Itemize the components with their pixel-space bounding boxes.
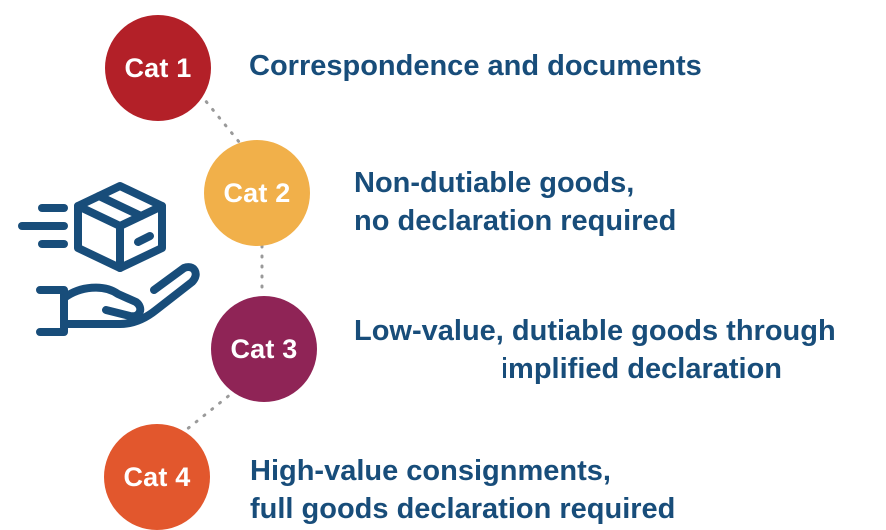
cat-3-badge: Cat 3 [211,296,317,402]
cat-2-label: Cat 2 [223,177,291,208]
cat-2-description-line-2: no declaration required [354,205,677,237]
cat-4-description-line-2: full goods declaration required [250,493,676,525]
cat-3-label: Cat 3 [230,333,298,364]
connector-cat1-cat2 [198,92,246,150]
cat-4-description-line-1: High-value consignments, [250,455,611,487]
cat-1-badge: Cat 1 [105,15,211,121]
cat-4-badge: Cat 4 [104,424,210,530]
cat-3-description-line-2: implified declaration [500,353,782,385]
cat-2-description-line-1: Non-dutiable goods, [354,167,635,199]
cat-2-badge: Cat 2 [204,140,310,246]
cat-1-description: Correspondence and documents [249,47,702,85]
cat-3-text-mark [497,352,503,388]
hand-holding-box-icon [18,182,200,336]
connector-cat3-cat4 [184,388,238,432]
cat-3-description-line-1: Low-value, dutiable goods through [354,315,836,347]
cat-1-label: Cat 1 [124,52,192,83]
cat-2-description: Non-dutiable goods, no declaration requi… [354,164,676,240]
cat-3-description: Low-value, dutiable goods through implif… [354,312,836,388]
cat-4-description: High-value consignments, full goods decl… [250,452,675,528]
cat-4-label: Cat 4 [123,461,191,492]
cat-1-description-line-1: Correspondence and documents [249,50,702,82]
